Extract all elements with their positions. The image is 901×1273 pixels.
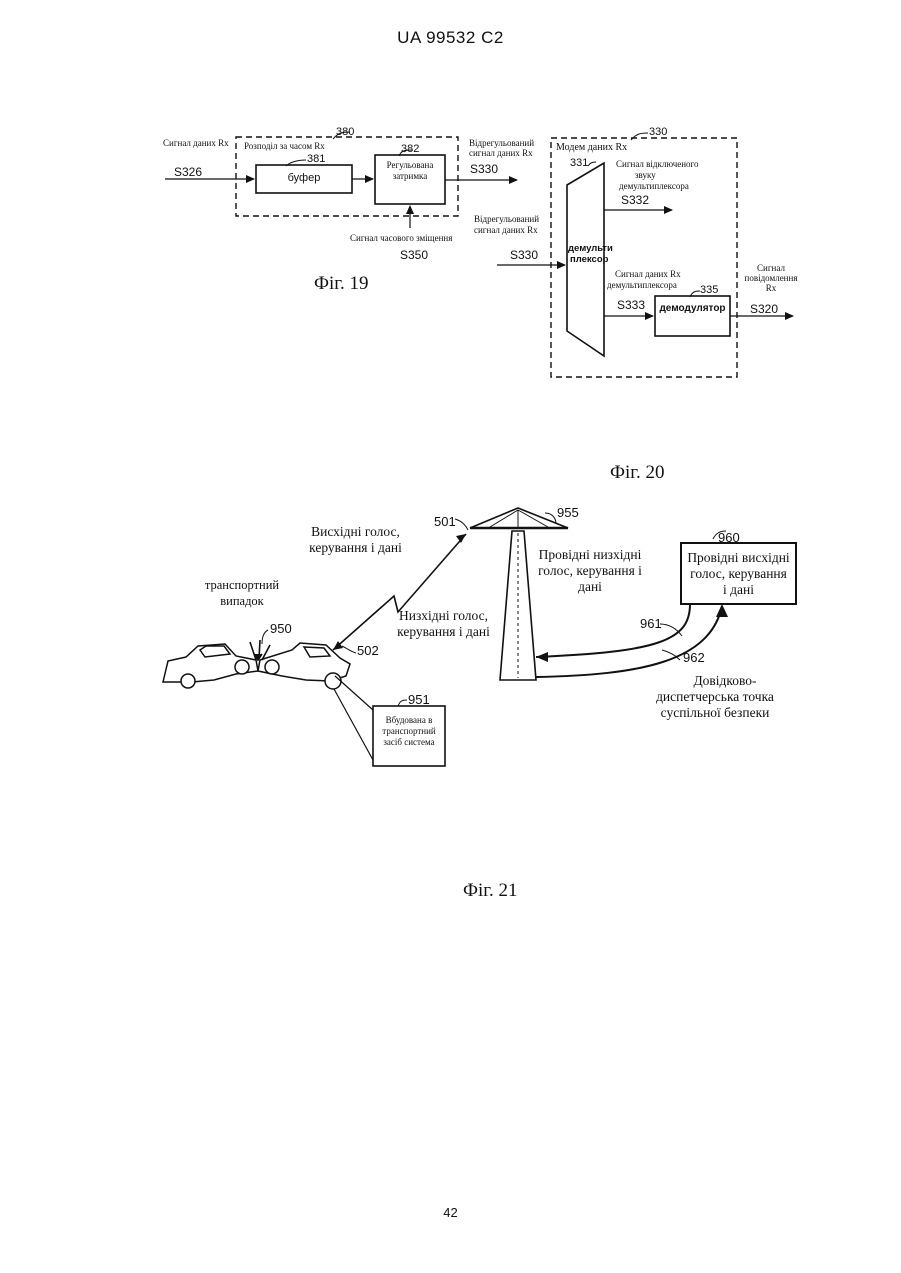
fig20-demod-box bbox=[655, 296, 730, 336]
car-right bbox=[258, 643, 350, 689]
fig21-uplink-label-1: Висхідні голос, bbox=[298, 524, 413, 540]
fig21-psap-num: 960 bbox=[718, 530, 740, 545]
wire-961 bbox=[536, 604, 690, 657]
fig21-psap-label-3: суспільної безпеки bbox=[630, 705, 800, 721]
fig21-psap-box-2: голос, керування bbox=[681, 566, 796, 582]
ivs-leader-bottom bbox=[334, 689, 373, 760]
fig19-output-label-1: Відрегульований bbox=[469, 138, 534, 148]
fig19-group-num: 380 bbox=[336, 126, 354, 138]
fig21-wired-down-3: дані bbox=[530, 579, 650, 595]
fig21-downlink-1: Низхідні голос, bbox=[386, 608, 501, 624]
fig19-input-signal: S326 bbox=[174, 165, 202, 179]
fig21-psap-box-3: і дані bbox=[681, 582, 796, 598]
fig19-group-label: Розподіл за часом Rx bbox=[244, 141, 325, 151]
fig20-muted-label-3: демультиплексора bbox=[619, 181, 689, 191]
fig21-uplink-label-2: керування і дані bbox=[298, 540, 413, 556]
fig19-output-signal: S330 bbox=[470, 162, 498, 176]
fig20-group-num: 330 bbox=[649, 126, 667, 138]
fig20-out-label-1: Сигнал bbox=[740, 263, 802, 273]
fig21-ivs-label-1: Вбудована в bbox=[373, 715, 445, 725]
fig19-output-label-2: сигнал даних Rx bbox=[469, 148, 533, 158]
fig21-psap-label-1: Довідково- bbox=[650, 673, 800, 689]
fig21-psap-box-1: Провідні висхідні bbox=[681, 550, 796, 566]
fig21-accident-num: 950 bbox=[270, 621, 292, 636]
fig19-buffer-label: буфер bbox=[256, 172, 352, 184]
fig20-data-label-1: Сигнал даних Rx bbox=[615, 269, 681, 279]
fig20-out-signal: S320 bbox=[750, 302, 778, 316]
fig20-demux-label-2: плексор bbox=[570, 254, 608, 265]
fig21-wired-down-1: Провідні низхідні bbox=[530, 547, 650, 563]
fig20-demod-label: демодулятор bbox=[655, 303, 730, 314]
fig19-buffer-num: 381 bbox=[307, 153, 325, 165]
fig20-demux-label-1: демульти bbox=[568, 243, 613, 254]
fig20-input-label-1: Відрегульований bbox=[474, 214, 539, 224]
wire-962 bbox=[536, 606, 722, 677]
fig21-wire-down-num: 962 bbox=[683, 650, 705, 665]
fig19-offset-label: Сигнал часового зміщення bbox=[350, 233, 452, 243]
fig21-uplink-num: 501 bbox=[434, 514, 456, 529]
fig20-muted-signal: S332 bbox=[621, 193, 649, 207]
fig20-data-signal: S333 bbox=[617, 298, 645, 312]
fig20-muted-label-1: Сигнал відключеного bbox=[616, 159, 699, 169]
fig21-tower-num: 955 bbox=[557, 505, 579, 520]
fig20-caption: Фіг. 20 bbox=[610, 462, 664, 484]
fig19-offset-signal: S350 bbox=[400, 248, 428, 262]
fig21-accident-2: випадок bbox=[192, 594, 292, 609]
fig21-psap-label-2: диспетчерська точка bbox=[630, 689, 800, 705]
car-left bbox=[163, 644, 258, 688]
ivs-leader-top bbox=[335, 676, 373, 710]
fig20-muted-label-2: звуку bbox=[635, 170, 656, 180]
crash-burst-icon bbox=[250, 640, 270, 660]
fig19-delay-label-1: Регульована bbox=[375, 160, 445, 170]
fig20-demod-num: 335 bbox=[700, 284, 718, 296]
fig21-wire-up-num: 961 bbox=[640, 616, 662, 631]
fig20-demux-leader bbox=[588, 162, 596, 166]
fig20-demux-num: 331 bbox=[570, 157, 588, 169]
fig21-accident-1: транспортний bbox=[192, 578, 292, 593]
fig21-ivs-label-3: засіб система bbox=[373, 737, 445, 747]
fig19-input-label: Сигнал даних Rx bbox=[163, 138, 229, 148]
fig20-input-label-2: сигнал даних Rx bbox=[474, 225, 538, 235]
fig20-group-label: Модем даних Rx bbox=[556, 142, 627, 153]
fig21-ivs-num: 951 bbox=[408, 692, 430, 707]
fig20-out-label-3: Rx bbox=[740, 283, 802, 293]
fig21-ivs-label-2: транспортний bbox=[373, 726, 445, 736]
fig20-data-label-2: демультиплексора bbox=[607, 280, 677, 290]
fig20-group-leader bbox=[631, 133, 648, 140]
fig21-downlink-2: керування і дані bbox=[386, 624, 501, 640]
fig19-delay-label-2: затримка bbox=[375, 171, 445, 181]
fig21-wired-down-2: голос, керування і bbox=[530, 563, 650, 579]
fig21-downlink-num: 502 bbox=[357, 643, 379, 658]
fig21-caption: Фіг. 21 bbox=[463, 880, 517, 902]
fig20-out-label-2: повідомлення bbox=[740, 273, 802, 283]
fig19-delay-num: 382 bbox=[401, 143, 419, 155]
fig20-input-signal: S330 bbox=[510, 248, 538, 262]
fig19-caption: Фіг. 19 bbox=[314, 273, 368, 295]
